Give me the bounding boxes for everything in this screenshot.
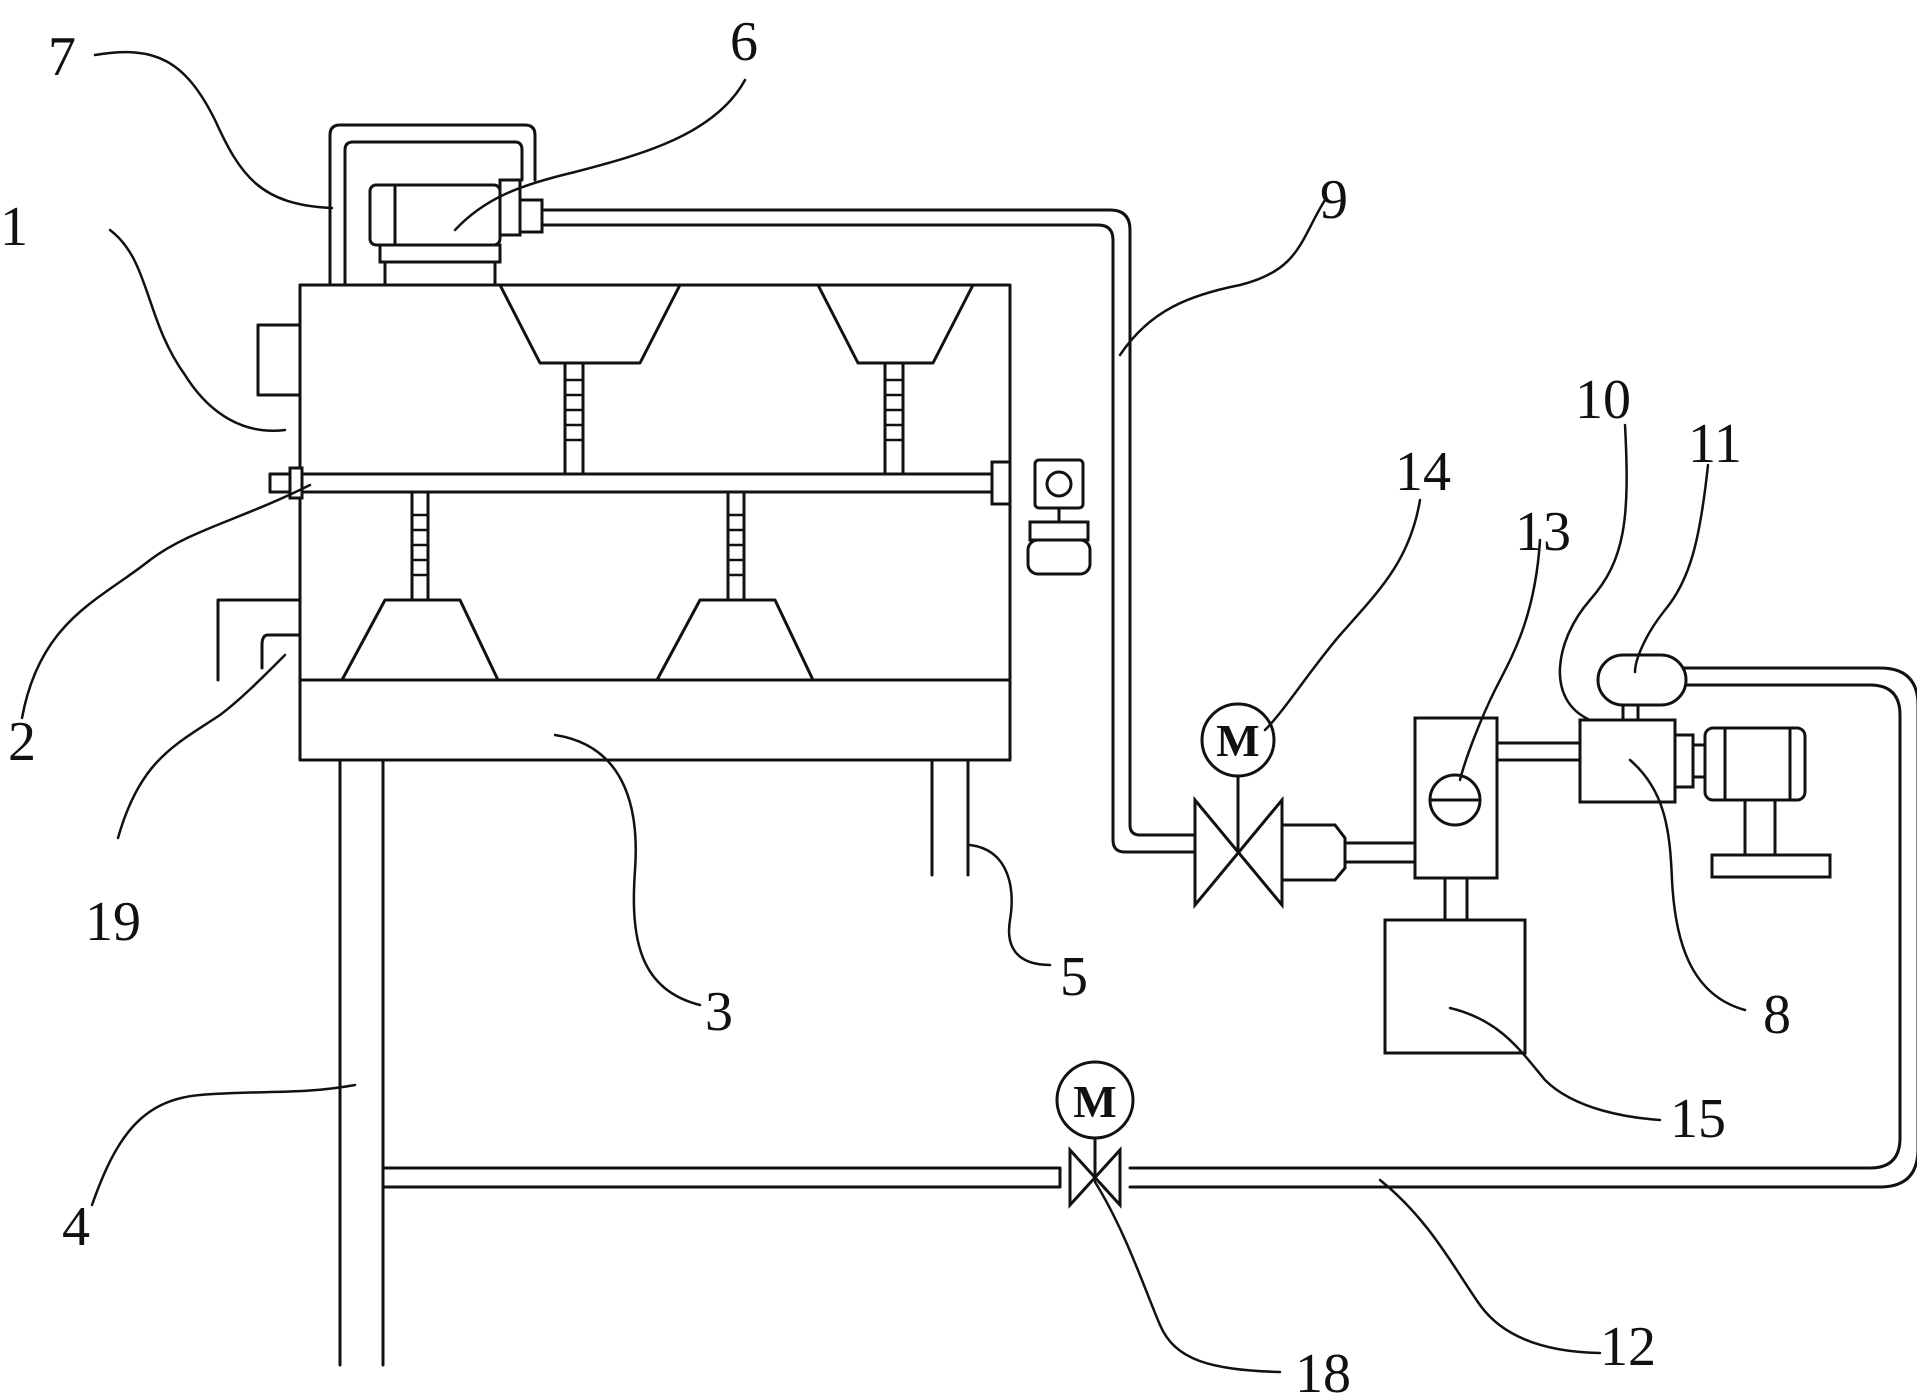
label-5: 5 bbox=[1060, 946, 1088, 1008]
leader-19 bbox=[116, 653, 287, 840]
leader-3 bbox=[553, 733, 702, 1007]
pipe-12 bbox=[381, 666, 1917, 1189]
label-3: 3 bbox=[705, 981, 733, 1043]
label-8: 8 bbox=[1763, 984, 1791, 1046]
label-1: 1 bbox=[0, 196, 28, 258]
compressor-8 bbox=[1578, 718, 1832, 879]
support-4 bbox=[338, 758, 385, 1367]
upper-hopper-1 bbox=[498, 283, 682, 476]
leader-8 bbox=[1628, 758, 1747, 1012]
leader-15 bbox=[1448, 1006, 1662, 1122]
valve-motor-icon bbox=[1055, 1060, 1135, 1140]
label-2: 2 bbox=[8, 711, 36, 773]
main-vessel bbox=[216, 283, 1012, 762]
leader-13 bbox=[1458, 538, 1542, 782]
valve-18: M bbox=[1055, 1060, 1135, 1209]
inlet-pipe-19 bbox=[216, 598, 302, 682]
leader-6 bbox=[453, 78, 747, 232]
separator-11 bbox=[1596, 653, 1688, 722]
shaft-drive-motor bbox=[1026, 458, 1092, 576]
valve-14-motor-icon bbox=[1200, 702, 1276, 778]
label-11: 11 bbox=[1688, 413, 1742, 475]
inlet-stub-19 bbox=[260, 633, 302, 670]
shaft bbox=[268, 460, 1012, 506]
label-15: 15 bbox=[1670, 1088, 1726, 1150]
label-18: 18 bbox=[1295, 1343, 1351, 1396]
lower-hopper-1 bbox=[340, 490, 500, 682]
label-6: 6 bbox=[730, 11, 758, 73]
leader-9 bbox=[1118, 198, 1327, 357]
label-19: 19 bbox=[85, 891, 141, 953]
leader-7 bbox=[93, 50, 334, 210]
leader-11 bbox=[1633, 463, 1710, 674]
label-13: 13 bbox=[1515, 501, 1571, 563]
outlet-5 bbox=[930, 758, 970, 877]
side-box bbox=[256, 323, 302, 397]
leader-10 bbox=[1558, 423, 1628, 722]
pump-13 bbox=[1413, 716, 1499, 922]
valve-14-motor-symbol: M bbox=[1216, 715, 1259, 766]
label-7: 7 bbox=[48, 26, 76, 88]
leader-1 bbox=[108, 228, 287, 432]
valve-14: M bbox=[1193, 702, 1347, 910]
leader-12 bbox=[1378, 1178, 1602, 1355]
pipe-9 bbox=[540, 208, 1207, 854]
valve-18-motor-symbol: M bbox=[1073, 1076, 1116, 1127]
label-4: 4 bbox=[62, 1196, 90, 1258]
leader-14 bbox=[1263, 498, 1422, 732]
pipe-connectors bbox=[1343, 741, 1582, 864]
upper-hopper-2 bbox=[816, 283, 975, 476]
leader-4 bbox=[90, 1083, 357, 1207]
leader-lines bbox=[20, 50, 1747, 1374]
leader-5 bbox=[968, 843, 1052, 967]
leader-2 bbox=[20, 483, 312, 720]
label-14: 14 bbox=[1395, 441, 1451, 503]
label-9: 9 bbox=[1320, 169, 1348, 231]
label-12: 12 bbox=[1600, 1316, 1656, 1378]
gear-motor-icon bbox=[1703, 726, 1807, 802]
tank-15 bbox=[1383, 918, 1527, 1055]
top-motor bbox=[368, 178, 544, 287]
leader-18 bbox=[1093, 1180, 1282, 1374]
lower-hopper-2 bbox=[655, 490, 815, 682]
pipe-7 bbox=[328, 123, 537, 287]
callout-labels: 7 6 1 9 2 19 3 5 4 14 13 10 11 8 15 12 1… bbox=[0, 11, 1791, 1396]
label-10: 10 bbox=[1575, 369, 1631, 431]
